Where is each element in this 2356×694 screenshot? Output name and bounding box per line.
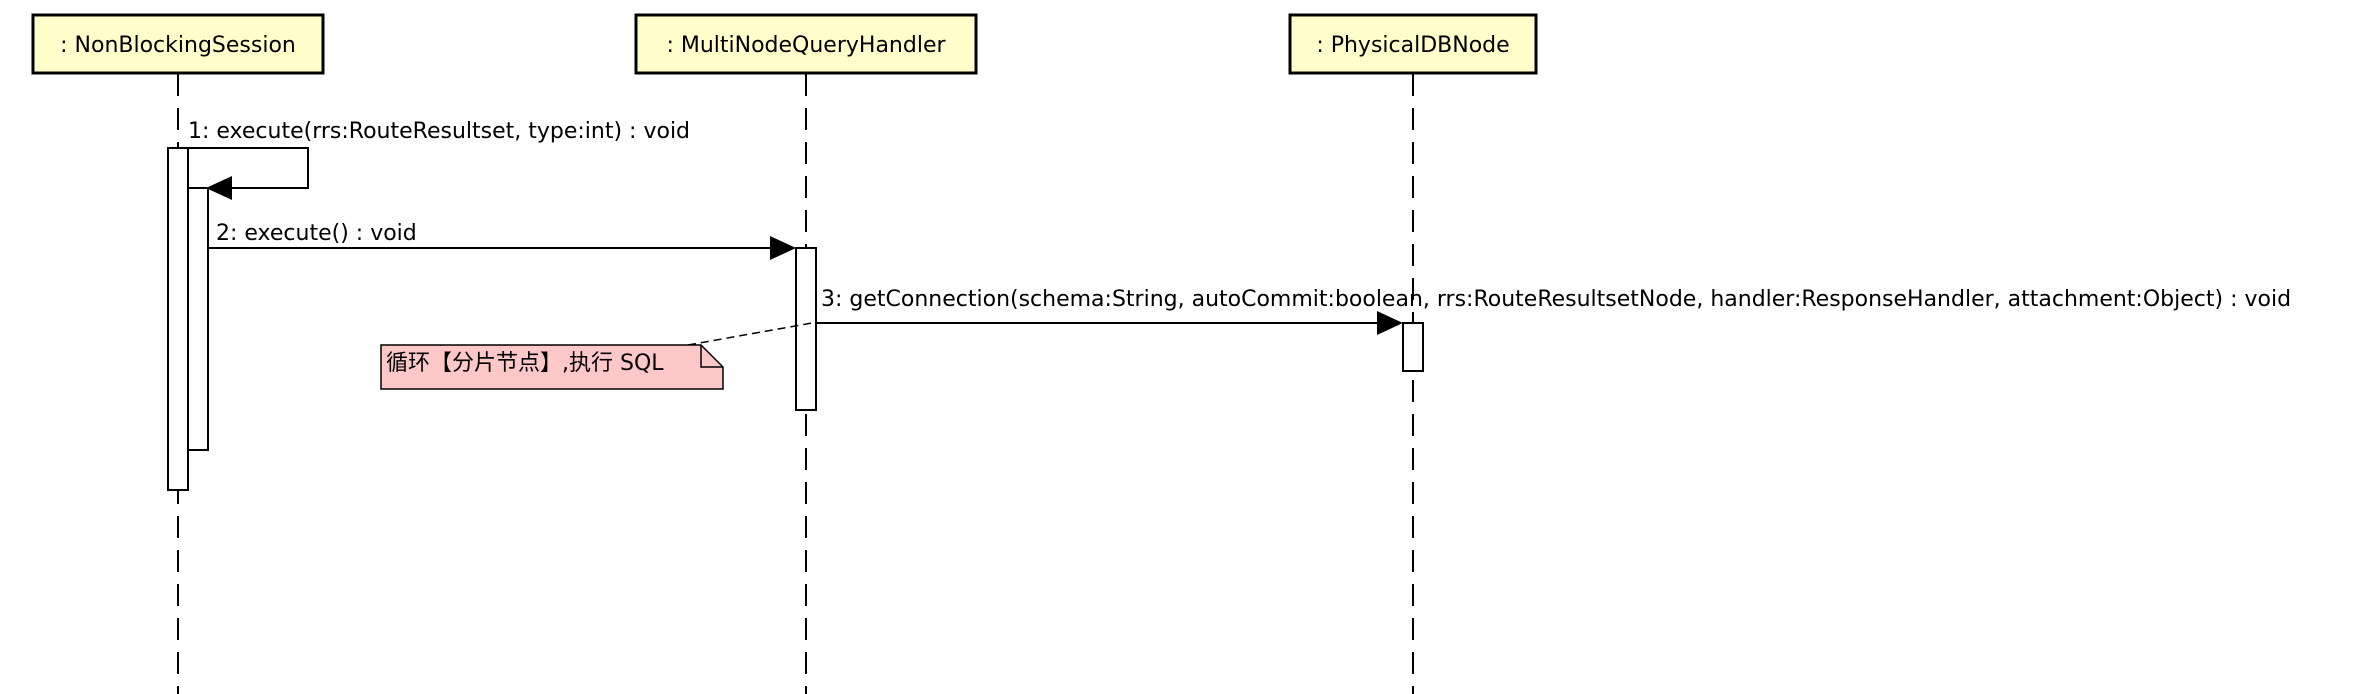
message-2-label: 2: execute() : void [216, 221, 417, 246]
message-1-arrowhead [206, 176, 232, 200]
note-body [380, 344, 724, 390]
message-3-label: 3: getConnection(schema:String, autoComm… [821, 287, 2291, 312]
lifeline-head-multinodequeryhandler[interactable]: : MultiNodeQueryHandler [634, 13, 978, 75]
lifeline-head-nonblockingsession[interactable]: : NonBlockingSession [31, 13, 325, 75]
message-2[interactable]: 2: execute() : void [208, 221, 796, 260]
lifeline-label-nonblockingsession: : NonBlockingSession [60, 33, 296, 58]
message-3[interactable]: 3: getConnection(schema:String, autoComm… [816, 287, 2291, 335]
activation-nonblockingsession-outer [167, 147, 189, 491]
activation-nonblockingsession-inner [187, 187, 209, 451]
message-1-label: 1: execute(rrs:RouteResultset, type:int)… [188, 119, 690, 144]
note-fold [700, 345, 723, 368]
activation-multinodequeryhandler [795, 247, 817, 411]
message-1-self-call[interactable]: 1: execute(rrs:RouteResultset, type:int)… [188, 119, 690, 200]
activation-physicaldbnode [1402, 322, 1424, 372]
lifeline-head-physicaldbnode[interactable]: : PhysicalDBNode [1288, 13, 1538, 75]
note[interactable]: 循环【分片节点】,执行 SQL [380, 344, 724, 390]
lifeline-label-physicaldbnode: : PhysicalDBNode [1316, 33, 1509, 58]
message-3-arrowhead [1377, 311, 1403, 335]
message-2-arrowhead [770, 236, 796, 260]
note-connector [687, 322, 813, 346]
note-text: 循环【分片节点】,执行 SQL [386, 351, 664, 376]
lifeline-label-multinodequeryhandler: : MultiNodeQueryHandler [666, 33, 946, 58]
